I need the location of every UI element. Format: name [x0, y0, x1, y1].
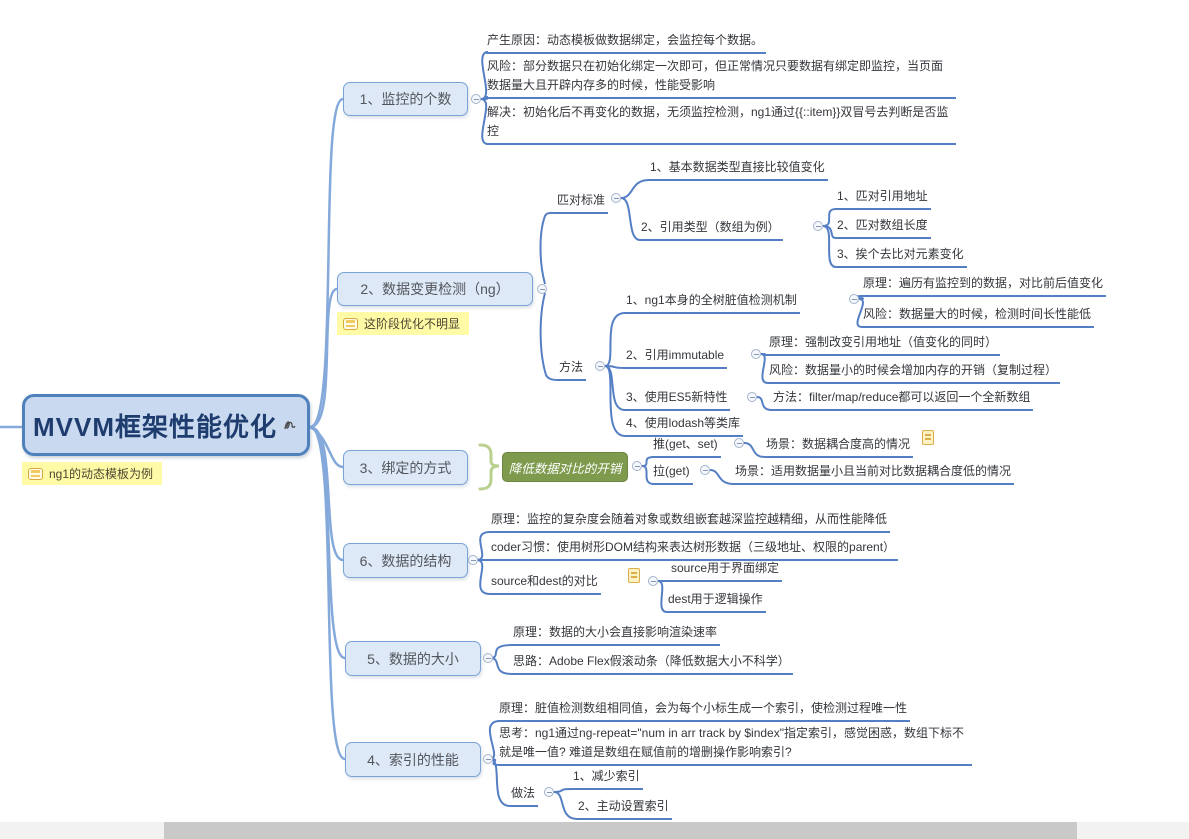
topic-data-structure[interactable]: 6、数据的结构: [343, 543, 468, 578]
leaf-match-standard[interactable]: 匹对标准: [556, 191, 609, 214]
leaf-immutable-risk[interactable]: 风险：数据量小的时候会增加内存的开销（复制过程）: [768, 361, 1061, 384]
leaf-index-principle[interactable]: 原理：脏值检测数组相同值，会为每个小标生成一个索引，使检测过程唯一性: [498, 699, 911, 722]
leaf-push-scene[interactable]: 场景：数据耦合度高的情况: [765, 435, 914, 458]
topic-data-size[interactable]: 5、数据的大小: [345, 641, 481, 676]
leaf-cause[interactable]: 产生原因：动态模板做数据绑定，会监控每个数据。: [486, 31, 767, 54]
leaf-size-idea[interactable]: 思路：Adobe Flex假滚动条（降低数据大小不科学）: [512, 652, 793, 675]
leaf-practice-reduce[interactable]: 1、减少索引: [572, 767, 643, 790]
leaf-ref-length[interactable]: 2、匹对数组长度: [836, 216, 931, 239]
root-note-chip[interactable]: ng1的动态模板为例: [22, 462, 163, 485]
note-icon[interactable]: [628, 568, 640, 583]
leaf-immutable[interactable]: 2、引用immutable: [625, 346, 728, 369]
leaf-ref-elements[interactable]: 3、挨个去比对元素变化: [836, 245, 967, 268]
leaf-structure-principle[interactable]: 原理：监控的复杂度会随着对象或数组嵌套越深监控越精细，从而性能降低: [490, 510, 891, 533]
root-topic[interactable]: MVVM框架性能优化: [22, 394, 310, 456]
topic-watch-count[interactable]: 1、监控的个数: [343, 82, 468, 116]
collapse-icon[interactable]: [813, 221, 823, 231]
leaf-lodash[interactable]: 4、使用lodash等类库: [625, 414, 744, 437]
collapse-icon[interactable]: [747, 392, 757, 402]
collapse-icon[interactable]: [483, 653, 493, 663]
leaf-size-principle[interactable]: 原理：数据的大小会直接影响渲染速率: [512, 623, 721, 646]
leaf-ref-type[interactable]: 2、引用类型（数组为例）: [640, 218, 783, 241]
leaf-solution[interactable]: 解决：初始化后不再变化的数据，无须监控检测，ng1通过{{::item}}双冒号…: [486, 103, 956, 145]
topic-binding-method[interactable]: 3、绑定的方式: [343, 450, 468, 485]
note-icon[interactable]: [922, 430, 934, 445]
leaf-practice[interactable]: 做法: [510, 784, 539, 807]
root-topic-label: MVVM框架性能优化: [32, 411, 277, 442]
leaf-dirty-principle[interactable]: 原理：遍历有监控到的数据，对比前后值变化: [862, 274, 1107, 297]
collapse-icon[interactable]: [751, 349, 761, 359]
summary-reduce-cost[interactable]: 降低数据对比的开销: [502, 452, 628, 482]
leaf-pull-scene[interactable]: 场景：适用数据量小且当前对比数据耦合度低的情况: [734, 462, 1015, 485]
leaf-source[interactable]: source用于界面绑定: [670, 559, 783, 582]
leaf-source-dest[interactable]: source和dest的对比: [490, 572, 601, 595]
leaf-es5-method[interactable]: 方法：filter/map/reduce都可以返回一个全新数组: [772, 388, 1034, 411]
notes-list-icon: [343, 317, 358, 330]
collapse-icon[interactable]: [632, 461, 642, 471]
leaf-es5[interactable]: 3、使用ES5新特性: [625, 388, 731, 411]
leaf-dest[interactable]: dest用于逻辑操作: [667, 590, 766, 613]
leaf-ref-addr[interactable]: 1、匹对引用地址: [836, 187, 931, 210]
leaf-dirty-check[interactable]: 1、ng1本身的全树脏值检测机制: [625, 291, 800, 314]
root-note-label: ng1的动态模板为例: [49, 467, 154, 481]
leaf-push[interactable]: 推(get、set): [652, 435, 721, 458]
leaf-coder-habit[interactable]: coder习惯：使用树形DOM结构来表达树形数据（三级地址、权限的parent）: [490, 538, 899, 561]
horizontal-scrollbar-thumb[interactable]: [164, 822, 1077, 839]
leaf-practice-manual[interactable]: 2、主动设置索引: [577, 797, 672, 820]
collapse-icon[interactable]: [483, 754, 493, 764]
leaf-risk[interactable]: 风险：部分数据只在初始化绑定一次即可，但正常情况只要数据有绑定即监控，当页面数据…: [486, 57, 956, 99]
leaf-methods[interactable]: 方法: [558, 358, 587, 381]
leaf-index-thought[interactable]: 思考：ng1通过ng-repeat="num in arr track by $…: [498, 724, 972, 766]
change-detection-note-chip[interactable]: 这阶段优化不明显: [337, 312, 470, 335]
collapse-icon[interactable]: [468, 555, 478, 565]
collapse-icon[interactable]: [537, 284, 547, 294]
topic-index-performance[interactable]: 4、索引的性能: [345, 742, 481, 777]
notes-list-icon: [28, 467, 43, 480]
leaf-basic-type[interactable]: 1、基本数据类型直接比较值变化: [649, 158, 828, 181]
collapse-icon[interactable]: [700, 465, 710, 475]
collapse-icon[interactable]: [595, 361, 605, 371]
leaf-dirty-risk[interactable]: 风险：数据量大的时候，检测时间长性能低: [862, 305, 1095, 328]
leaf-pull[interactable]: 拉(get): [652, 462, 693, 485]
scribble-icon: [284, 421, 296, 430]
collapse-icon[interactable]: [471, 94, 481, 104]
collapse-icon[interactable]: [734, 438, 744, 448]
topic-change-detection[interactable]: 2、数据变更检测（ng）: [337, 272, 533, 306]
leaf-immutable-principle[interactable]: 原理：强制改变引用地址（值变化的同时）: [768, 333, 1001, 356]
collapse-icon[interactable]: [544, 787, 554, 797]
collapse-icon[interactable]: [849, 294, 859, 304]
collapse-icon[interactable]: [611, 193, 621, 203]
collapse-icon[interactable]: [648, 576, 658, 586]
